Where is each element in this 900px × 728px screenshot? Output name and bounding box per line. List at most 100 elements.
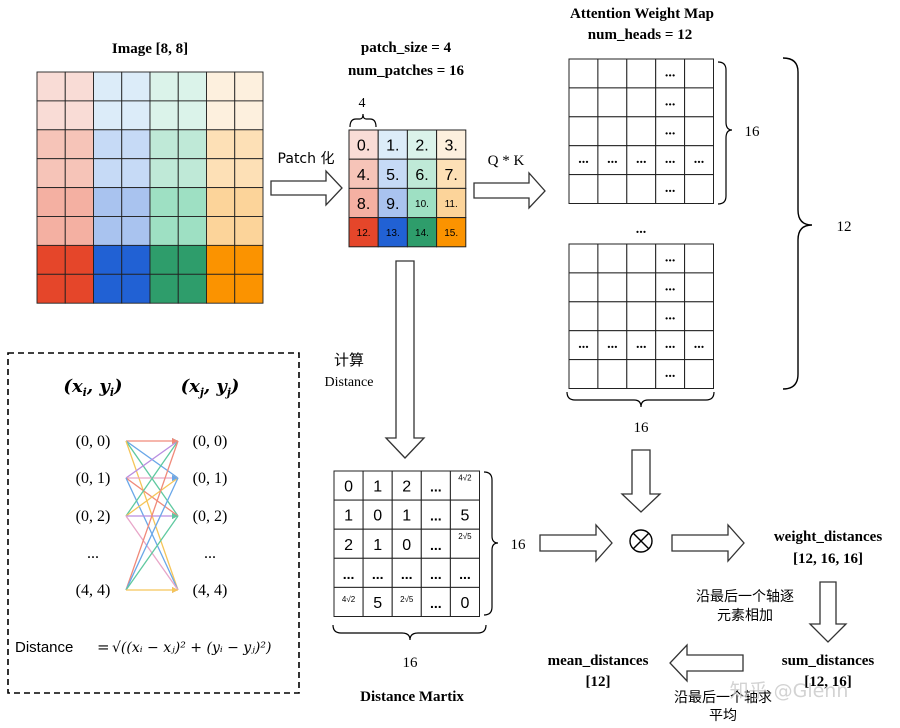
image-cell xyxy=(177,158,207,189)
attention-cell xyxy=(626,359,657,390)
image-cell xyxy=(93,129,123,160)
patch-title-2: num_patches = 16 xyxy=(348,63,465,79)
formula-expr: √((xᵢ − xⱼ)² + (yᵢ − yⱼ)²) xyxy=(112,640,271,656)
image-cell xyxy=(36,244,66,275)
patch-cell xyxy=(436,129,467,160)
left-point: (4, 4) xyxy=(76,582,111,599)
image-cell xyxy=(206,71,236,102)
right-points: (0, 0)(0, 1)(0, 2)...(4, 4) xyxy=(193,433,228,599)
image-cell xyxy=(177,71,207,102)
image-cell xyxy=(64,187,94,217)
distance-cell-value: 1 xyxy=(373,479,382,496)
pair-line xyxy=(125,440,179,517)
attention-cell xyxy=(626,116,657,147)
distance-calc-box xyxy=(7,352,300,694)
attention-cell xyxy=(684,58,714,89)
pair-line xyxy=(125,477,179,591)
distance-cell-value: ... xyxy=(372,566,384,582)
image-cell xyxy=(206,244,236,275)
attention-cell xyxy=(684,359,714,390)
patch-cell xyxy=(377,217,408,248)
sum-to-mean-arrow xyxy=(669,643,744,683)
distance-arrow-label-2: Distance xyxy=(325,375,374,390)
patch-cell xyxy=(348,129,379,160)
image-cell xyxy=(149,273,179,304)
image-cell xyxy=(121,273,151,304)
patch-cell-label: 1. xyxy=(386,138,399,155)
patch-cell-label: 13. xyxy=(386,228,400,239)
attention-cell xyxy=(655,58,686,89)
attention-cell xyxy=(568,272,599,303)
patch-cell-label: 6. xyxy=(415,167,428,184)
attention-cell xyxy=(684,301,714,332)
distance-cell-value: ... xyxy=(343,566,355,582)
patch-cell xyxy=(348,217,379,248)
image-cell xyxy=(121,244,151,275)
attention-row-brace xyxy=(717,61,733,205)
pair-line-head xyxy=(172,587,178,593)
attention-cell-dots: ... xyxy=(578,152,589,167)
attention-title-2: num_heads = 12 xyxy=(588,27,692,43)
image-cell xyxy=(149,100,179,131)
weight-distances-shape: [12, 16, 16] xyxy=(793,551,863,567)
attention-map-last: ........................... xyxy=(568,243,714,390)
attention-cell xyxy=(568,301,599,332)
image-cell xyxy=(93,100,123,131)
distance-cell-value: ... xyxy=(430,595,442,611)
left-point: (0, 0) xyxy=(76,433,111,450)
attention-between-dots: ... xyxy=(636,222,647,237)
right-point: (0, 0) xyxy=(193,433,228,450)
pair-line-head xyxy=(172,513,178,519)
sum-note-1: 沿最后一个轴逐 xyxy=(696,589,794,605)
attention-cell xyxy=(684,116,714,147)
pair-line xyxy=(125,477,179,517)
qk-arrow xyxy=(473,171,546,210)
pair-line xyxy=(125,515,179,591)
attention-cell xyxy=(568,359,599,390)
distance-cell xyxy=(333,586,364,618)
attention-cell xyxy=(597,174,628,205)
patch-title-1: patch_size = 4 xyxy=(361,40,452,56)
distance-cell-value: ... xyxy=(430,537,442,553)
distance-cell-value: ... xyxy=(430,508,442,524)
attention-down-arrow xyxy=(620,449,662,513)
image-cell xyxy=(121,129,151,160)
attention-cell-dots: ... xyxy=(665,123,676,138)
attention-cell-dots: ... xyxy=(694,337,705,352)
patch-brace-label: 4 xyxy=(359,96,366,111)
patch-cell-label: 2. xyxy=(415,138,428,155)
distance-cell-value: ... xyxy=(430,566,442,582)
image-cell xyxy=(93,187,123,217)
attention-cell-dots: ... xyxy=(665,337,676,352)
patch-cell xyxy=(436,158,467,189)
patch-brace xyxy=(349,113,377,128)
distance-cell-value: 0 xyxy=(460,595,469,612)
attention-cell-dots: ... xyxy=(665,308,676,323)
distance-cell xyxy=(449,557,480,588)
attention-cell-dots: ... xyxy=(665,65,676,80)
image-cell xyxy=(206,158,236,189)
right-point: (0, 2) xyxy=(193,508,228,525)
attention-cell xyxy=(568,87,599,118)
attention-cell xyxy=(597,243,628,274)
attention-cell xyxy=(684,243,714,274)
distance-cell-value: 4√2 xyxy=(342,595,356,604)
attention-cell xyxy=(655,116,686,147)
image-cell xyxy=(149,244,179,275)
pair-line xyxy=(125,440,179,591)
distance-cell xyxy=(420,499,451,530)
attention-cell xyxy=(597,359,628,390)
attention-cell-dots: ... xyxy=(636,152,647,167)
left-header: (xi, yi) xyxy=(63,376,122,399)
patch-cell-label: 11. xyxy=(445,199,458,210)
distance-cell xyxy=(449,586,480,618)
sum-distances-label: sum_distances xyxy=(782,653,875,669)
attention-cell xyxy=(684,272,714,303)
qk-arrow-label: Q * K xyxy=(488,153,525,169)
attention-cell xyxy=(626,301,657,332)
image-cell xyxy=(64,216,94,246)
distance-cell-value: 2√5 xyxy=(400,595,414,604)
image-cell xyxy=(36,216,66,246)
patch-cell-label: 7. xyxy=(445,167,458,184)
